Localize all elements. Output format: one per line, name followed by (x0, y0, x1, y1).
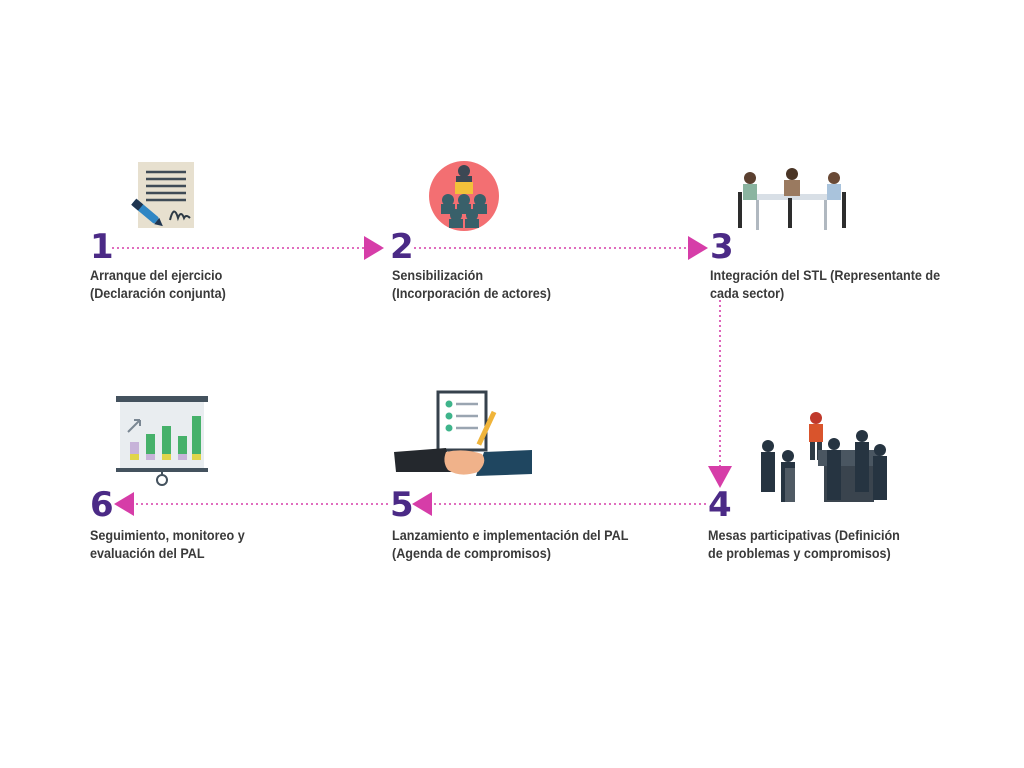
arrowhead-to-4 (708, 466, 732, 488)
step-label-1-line-1: Arranque del ejercicio (90, 267, 223, 283)
step-label-1: Arranque del ejercicio (Declaración conj… (90, 266, 226, 302)
step-label-6-line-2: evaluación del PAL (90, 545, 205, 561)
arrowhead-to-6 (114, 492, 134, 516)
step-label-4-line-1: Mesas participativas (Definición (708, 527, 900, 543)
step-label-1-line-2: (Declaración conjunta) (90, 285, 226, 301)
step-label-6: Seguimiento, monitoreo y evaluación del … (90, 526, 245, 562)
step-label-5-line-1: Lanzamiento e implementación del PAL (392, 527, 629, 543)
step-label-3: Integración del STL (Representante de ca… (710, 266, 940, 302)
audience-presentation-icon (429, 161, 499, 231)
step-label-2-line-1: Sensibilización (392, 267, 484, 283)
step-label-2-line-2: (Incorporación de actores) (392, 285, 551, 301)
step-number-5: 5 (390, 485, 414, 525)
signed-document-icon (131, 162, 194, 228)
step-label-2: Sensibilización (Incorporación de actore… (392, 266, 551, 302)
team-workgroup-icon (761, 412, 887, 502)
growth-chart-board-icon (116, 396, 208, 486)
step-number-3: 3 (710, 227, 734, 267)
arrowhead-to-5 (412, 492, 432, 516)
step-number-4: 4 (708, 485, 732, 525)
step-label-5-line-2: (Agenda de compromisos) (392, 545, 551, 561)
step-label-6-line-1: Seguimiento, monitoreo y (90, 527, 245, 543)
step-number-1: 1 (90, 227, 114, 267)
arrowhead-to-2 (364, 236, 384, 260)
handshake-checklist-icon (394, 390, 532, 476)
step-number-6: 6 (90, 485, 114, 525)
step-label-3-line-2: cada sector) (710, 285, 785, 301)
step-label-4: Mesas participativas (Definición de prob… (708, 526, 900, 562)
meeting-table-icon (738, 168, 846, 230)
arrowhead-to-3 (688, 236, 708, 260)
step-label-3-line-1: Integración del STL (Representante de (710, 267, 941, 283)
step-label-4-line-2: de problemas y compromisos) (708, 545, 891, 561)
step-label-5: Lanzamiento e implementación del PAL (Ag… (392, 526, 628, 562)
step-number-2: 2 (390, 227, 414, 267)
